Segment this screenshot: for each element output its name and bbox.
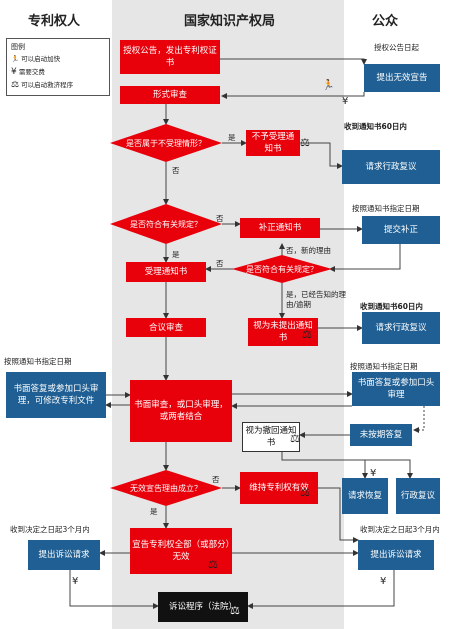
label-within-3m-public: 收到决定之日起3个月内 (360, 525, 440, 534)
yen-icon: ¥ (72, 576, 79, 587)
arrow (318, 487, 359, 543)
maintain-box: 维持专利权有效 (240, 472, 318, 504)
label-no-1: 否 (172, 166, 180, 175)
accept-notice-box: 受理通知书 (126, 262, 206, 282)
yen-icon: ¥ (342, 96, 349, 107)
label-no-4: 否 (212, 475, 220, 484)
q-compliant-2-label: 是否符合有关规定？ (246, 264, 318, 274)
label-within-60-1: 收到通知书60日内 (344, 122, 407, 131)
scale-icon: ⚖ (300, 486, 310, 499)
q-not-accept-label: 是否属于不受理情形？ (126, 138, 206, 148)
runner-icon: 🏃 (11, 55, 20, 63)
diamond-compliant-2 (232, 255, 332, 283)
litigation-box: 诉讼程序（法院） (158, 592, 248, 622)
legend: 图例 🏃 可以启动加快 ¥ 需要交费 ⚖ 可以启动救济程序 (6, 38, 110, 96)
label-per-notice-1: 按照通知书指定日期 (352, 204, 420, 213)
dotted-arrow (413, 406, 425, 433)
written-oral-box: 书面审查，或口头审理，或两者结合 (130, 380, 232, 442)
label-yes-informed: 是，已经告知的理由/逾期 (286, 290, 346, 309)
runner-icon: 🏃 (322, 80, 335, 91)
scale-icon: ⚖ (300, 136, 310, 149)
arrow (300, 142, 343, 169)
arrow (282, 459, 413, 479)
label-yes-2: 是 (172, 250, 180, 259)
legend-item: 🏃 可以启动加快 (11, 55, 61, 63)
scale-icon: ⚖ (290, 432, 300, 445)
arrow (221, 92, 365, 99)
label-per-notice-2: 按照通知书指定日期 (350, 362, 418, 371)
legend-item: ⚖ 可以启动救济程序 (11, 80, 74, 90)
submit-correction-box: 提交补正 (362, 216, 440, 244)
not-accept-notice-box: 不予受理通知书 (246, 130, 300, 156)
declare-invalid-box: 宣告专利权全部（或部分）无效 (130, 528, 232, 574)
public-suit-box: 提出诉讼请求 (358, 540, 434, 570)
file-invalidation-box: 提出无效宣告 (364, 64, 440, 92)
formal-review-box: 形式审查 (120, 86, 220, 104)
scale-icon: ⚖ (208, 558, 218, 571)
yen-icon: ¥ (370, 468, 377, 479)
public-reply-box: 书面答复或参加口头审理 (352, 372, 440, 406)
deemed-withdrawn-box: 视为撤回通知书 (242, 422, 300, 452)
owner-suit-box: 提出诉讼请求 (28, 540, 100, 570)
deemed-not-filed-box: 视为未提出通知书 (248, 318, 318, 346)
announce-box: 授权公告，发出专利权证书 (120, 40, 220, 74)
arrow (69, 570, 159, 609)
label-yes-1: 是 (228, 133, 236, 142)
header-sipo: 国家知识产权局 (184, 14, 276, 29)
yen-icon: ¥ (380, 576, 387, 587)
arrow (329, 244, 401, 272)
label-no-2-left: 否 (216, 214, 224, 223)
label-per-notice-owner: 按照通知书指定日期 (4, 357, 72, 366)
label-within-3m-owner: 收到决定之日起3个月内 (10, 525, 90, 534)
admin-review-1-box: 请求行政复议 (342, 150, 440, 184)
sipo-column-background (112, 0, 344, 629)
arrow (247, 570, 395, 609)
legend-title: 图例 (11, 43, 25, 51)
scale-icon: ⚖ (230, 604, 240, 617)
admin-review-2-box: 请求行政复议 (362, 312, 440, 344)
scale-icon: ⚖ (11, 80, 20, 90)
diamond-reason (110, 470, 222, 506)
label-within-60-2: 收到通知书60日内 (360, 302, 423, 311)
label-no-new-reason: 否，新的理由 (286, 246, 331, 255)
request-restore-box: 请求恢复 (342, 478, 388, 514)
label-yes-4: 是 (150, 507, 158, 516)
panel-review-box: 合议审查 (126, 318, 206, 337)
q-compliant-1-label: 是否符合有关规定？ (130, 219, 202, 229)
admin-review-3-box: 行政复议 (396, 478, 440, 514)
label-no-3: 否 (216, 259, 224, 268)
no-reply-box: 未按期答复 (350, 424, 412, 446)
diamond-compliant-1 (110, 204, 222, 244)
diamond-not-accept (110, 124, 222, 162)
scale-icon: ⚖ (302, 328, 312, 341)
arrow (220, 58, 367, 65)
owner-reply-box: 书面答复或参加口头审理，可修改专利文件 (6, 372, 106, 418)
legend-item: ¥ 需要交费 (11, 67, 45, 77)
header-patentee: 专利权人 (28, 14, 81, 29)
yen-icon: ¥ (11, 67, 17, 77)
header-public: 公众 (372, 14, 399, 29)
label-since-announce: 授权公告日起 (374, 43, 419, 52)
correction-notice-box: 补正通知书 (240, 218, 320, 238)
q-reason-label: 无效宣告理由成立？ (130, 483, 202, 493)
